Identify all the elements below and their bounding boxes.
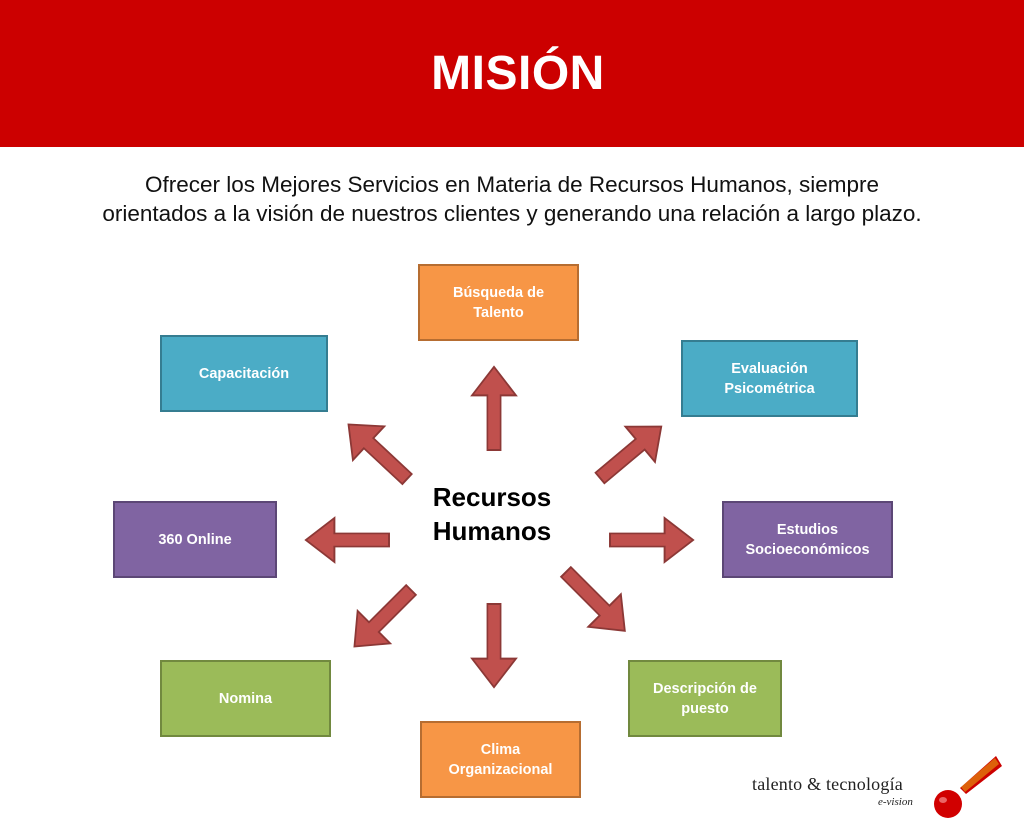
arrow-down-right xyxy=(548,554,643,649)
logo-text: talento & tecnología xyxy=(752,774,903,794)
node-busqueda-de-talento: Búsqueda de Talento xyxy=(418,264,579,341)
node-capacitacion: Capacitación xyxy=(160,335,328,412)
node-descripcion-de-puesto: Descripción de puesto xyxy=(628,660,782,737)
exclamation-logo-icon xyxy=(934,756,1002,818)
mission-statement: Ofrecer los Mejores Servicios en Materia… xyxy=(0,170,1024,228)
node-nomina: Nomina xyxy=(160,660,331,737)
arrow-left xyxy=(304,517,390,563)
arrow-right xyxy=(609,517,695,563)
node-360-online: 360 Online xyxy=(113,501,277,578)
arrow-up xyxy=(471,365,517,451)
center-label-line-1: Recursos xyxy=(432,482,552,512)
mission-line-1: Ofrecer los Mejores Servicios en Materia… xyxy=(144,172,880,197)
logo-subtext: e-vision xyxy=(878,796,913,808)
node-estudios-socioeconomicos: Estudios Socioeconómicos xyxy=(722,501,893,578)
center-label: Recursos Humanos xyxy=(412,480,572,548)
page-title: MISIÓN xyxy=(431,47,605,100)
node-clima-organizacional: Clima Organizacional xyxy=(420,721,581,798)
arrow-down xyxy=(471,603,517,689)
mission-line-2: orientados a la visión de nuestros clien… xyxy=(102,201,922,226)
company-logo: talento & tecnología e-vision xyxy=(752,756,1012,818)
arrow-down-left xyxy=(337,572,429,664)
node-evaluacion-psicometrica: Evaluación Psicométrica xyxy=(681,340,858,417)
center-label-line-2: Humanos xyxy=(432,516,552,546)
header-banner: MISIÓN xyxy=(0,0,1024,147)
arrow-up-left xyxy=(331,406,424,497)
arrow-up-right xyxy=(584,408,677,497)
